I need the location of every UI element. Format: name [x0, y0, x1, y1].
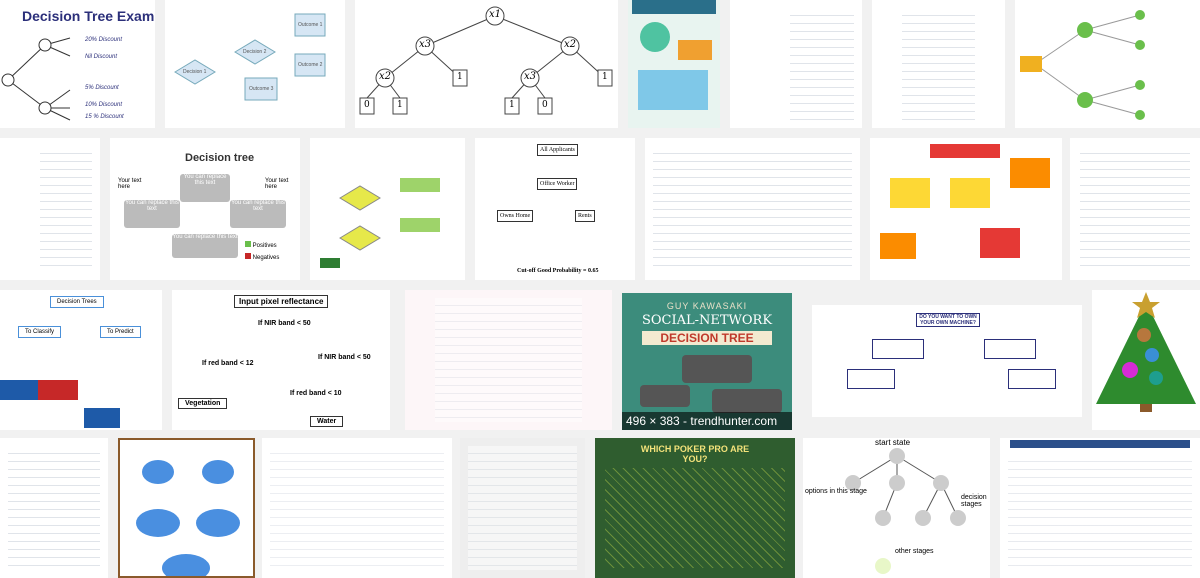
tile-title: WHICH POKER PRO ARE YOU? [640, 444, 750, 464]
label: 10% Discount [85, 102, 123, 108]
root: DO YOU WANT TO OWN YOUR OWN MACHINE? [916, 313, 980, 327]
node: If NIR band < 50 [258, 320, 311, 327]
label: Decision 2 [243, 49, 267, 55]
footer: Cut-off Good Probability = 0.65 [517, 268, 599, 274]
node: If red band < 12 [202, 360, 254, 367]
image-info-overlay: 496 × 383 - trendhunter.com [622, 412, 792, 430]
result-infographic[interactable] [628, 0, 720, 128]
legend-positives: Positives [252, 243, 277, 249]
result-classify-predict[interactable]: Decision Trees To Classify To Predict [0, 290, 162, 430]
result-credit-tree[interactable]: All Applicants Office Worker Owns Home R… [475, 138, 635, 280]
result-decision-tree-template[interactable]: Decision tree You can replace this text … [110, 138, 300, 280]
label: Outcome 2 [298, 62, 323, 68]
root: Input pixel reflectance [234, 295, 329, 308]
result-red-text-tree[interactable] [262, 438, 452, 578]
tile-line: DECISION TREE [642, 331, 772, 345]
leaf: 1 [397, 100, 403, 110]
node: If red band < 10 [290, 390, 342, 397]
node: Owns Home [497, 210, 534, 222]
result-social-network-decision-tree[interactable]: GUY KAWASAKI SOCIAL-NETWORK DECISION TRE… [622, 293, 792, 430]
node: x2 [564, 39, 577, 50]
result-text-flow[interactable] [645, 138, 860, 280]
branch: To Classify [18, 326, 62, 338]
result-yellow-flow[interactable] [310, 138, 465, 280]
branch: To Predict [100, 326, 141, 338]
label: options in this stage [805, 488, 867, 495]
result-stages-tree[interactable]: start state options in this stage decisi… [803, 438, 990, 578]
result-christmas-tree[interactable] [1092, 290, 1200, 430]
tile-title: Decision tree [185, 152, 255, 164]
box: You can replace this text [230, 200, 286, 228]
leaf: Vegetation [178, 398, 228, 409]
label: Nil Discount [85, 54, 118, 60]
label: 5% Discount [85, 85, 119, 91]
tile-line: SOCIAL-NETWORK [641, 313, 773, 328]
node: x1 [489, 9, 502, 20]
label: Decision 1 [183, 69, 207, 75]
label: decision stages [961, 494, 987, 508]
node: Rents [575, 210, 595, 222]
leaf: 1 [602, 72, 608, 82]
result-binary-tree[interactable]: x1 x3 x2 x2 x3 1 0 1 1 0 1 [355, 0, 618, 128]
tile-line: GUY KAWASAKI [666, 301, 748, 311]
leaf: 0 [542, 100, 548, 110]
label: Outcome 3 [249, 86, 274, 92]
box: You can replace this text [180, 174, 230, 202]
result-decision-tree-example[interactable]: Decision Tree Example 20% Discount Nil D… [0, 0, 155, 128]
result-small-tree[interactable] [0, 138, 100, 280]
node: x2 [379, 71, 392, 82]
legend-negatives: Negatives [252, 255, 280, 261]
box: You can replace this text [172, 234, 238, 258]
result-own-machine[interactable]: DO YOU WANT TO OWN YOUR OWN MACHINE? [812, 305, 1082, 417]
result-vision-tree[interactable] [460, 438, 585, 578]
side-text: Your text here [118, 178, 142, 190]
node: If NIR band < 50 [318, 354, 371, 361]
result-colorful-flow[interactable] [870, 138, 1062, 280]
root: Decision Trees [50, 296, 104, 308]
leaf: Water [310, 416, 344, 427]
root: All Applicants [537, 144, 578, 156]
node: Office Worker [537, 178, 578, 190]
label: other stages [895, 548, 934, 555]
box: You can replace this text [124, 200, 180, 228]
result-pixel-reflectance[interactable]: Input pixel reflectance If NIR band < 50… [172, 290, 390, 430]
node: x3 [419, 39, 432, 50]
result-poker-pro[interactable]: WHICH POKER PRO ARE YOU? [595, 438, 795, 578]
result-strategy-flow[interactable] [1000, 438, 1200, 578]
result-vertical-flow[interactable] [1070, 138, 1200, 280]
label: start state [875, 438, 911, 447]
result-green-nodes[interactable] [1015, 0, 1200, 128]
result-pink-flow[interactable] [405, 290, 612, 430]
result-decision-outcomes[interactable]: Decision 1 Decision 2 Outcome 1 Outcome … [165, 0, 345, 128]
label: 20% Discount [85, 37, 123, 43]
side-text: Your text here [265, 178, 289, 190]
leaf: 0 [364, 100, 370, 110]
node: x3 [524, 71, 537, 82]
result-flowchart[interactable] [872, 0, 1005, 128]
tile-title: Decision Tree Example [22, 8, 155, 24]
result-vertical-text-flow[interactable] [0, 438, 108, 578]
result-text-tree[interactable] [730, 0, 862, 128]
leaf: 1 [457, 72, 463, 82]
label: 15 % Discount [85, 114, 124, 120]
result-blue-tree[interactable] [118, 438, 255, 578]
label: Outcome 1 [298, 22, 323, 28]
leaf: 1 [509, 100, 515, 110]
